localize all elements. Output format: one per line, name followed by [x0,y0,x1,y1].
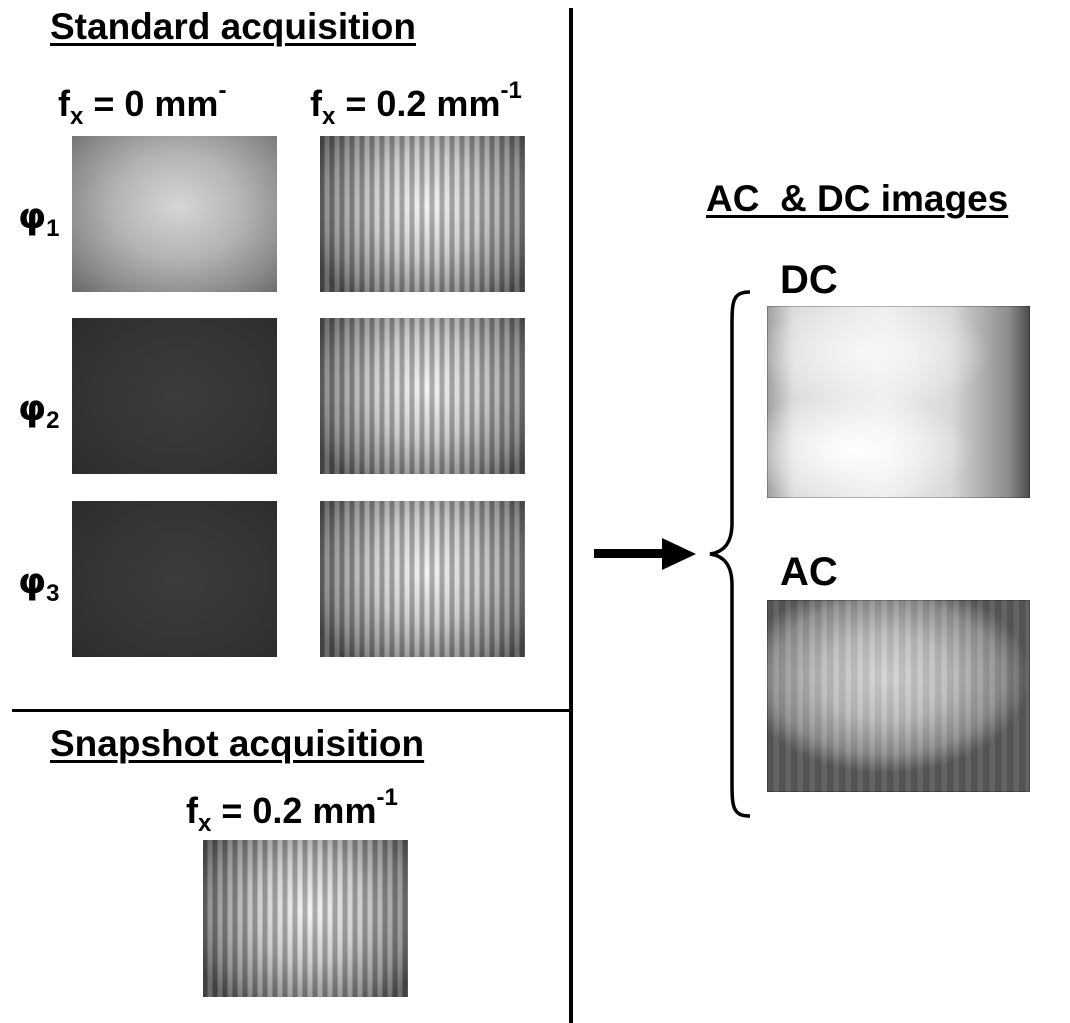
image-phase1-fx0 [72,136,277,292]
curly-brace-icon [709,290,751,818]
snapshot-fx-label: fx = 0.2 mm-1 [186,784,398,837]
column-label-fx-0.2: fx = 0.2 mm-1 [310,77,522,130]
image-dc [767,306,1030,498]
image-phase2-fx0 [72,318,277,474]
image-phase3-fx0 [72,501,277,657]
standard-acquisition-title: Standard acquisition [50,6,416,47]
ac-dc-images-title: AC & DC images [706,178,1009,219]
dc-label: DC [780,258,838,302]
column-label-fx-0: fx = 0 mm- [58,77,227,130]
image-phase2-fx0.2 [320,318,525,474]
vertical-divider [569,8,573,1023]
horizontal-divider [12,709,571,712]
snapshot-acquisition-title: Snapshot acquisition [50,723,425,764]
arrow-right-icon [594,538,696,570]
image-phase3-fx0.2 [320,501,525,657]
ac-label: AC [780,550,838,594]
image-snapshot [203,840,408,997]
row-label-phase-2: φ2 [18,388,60,434]
row-label-phase-3: φ3 [18,561,60,607]
image-ac [767,600,1030,792]
row-label-phase-1: φ1 [18,196,60,242]
image-phase1-fx0.2 [320,136,525,292]
